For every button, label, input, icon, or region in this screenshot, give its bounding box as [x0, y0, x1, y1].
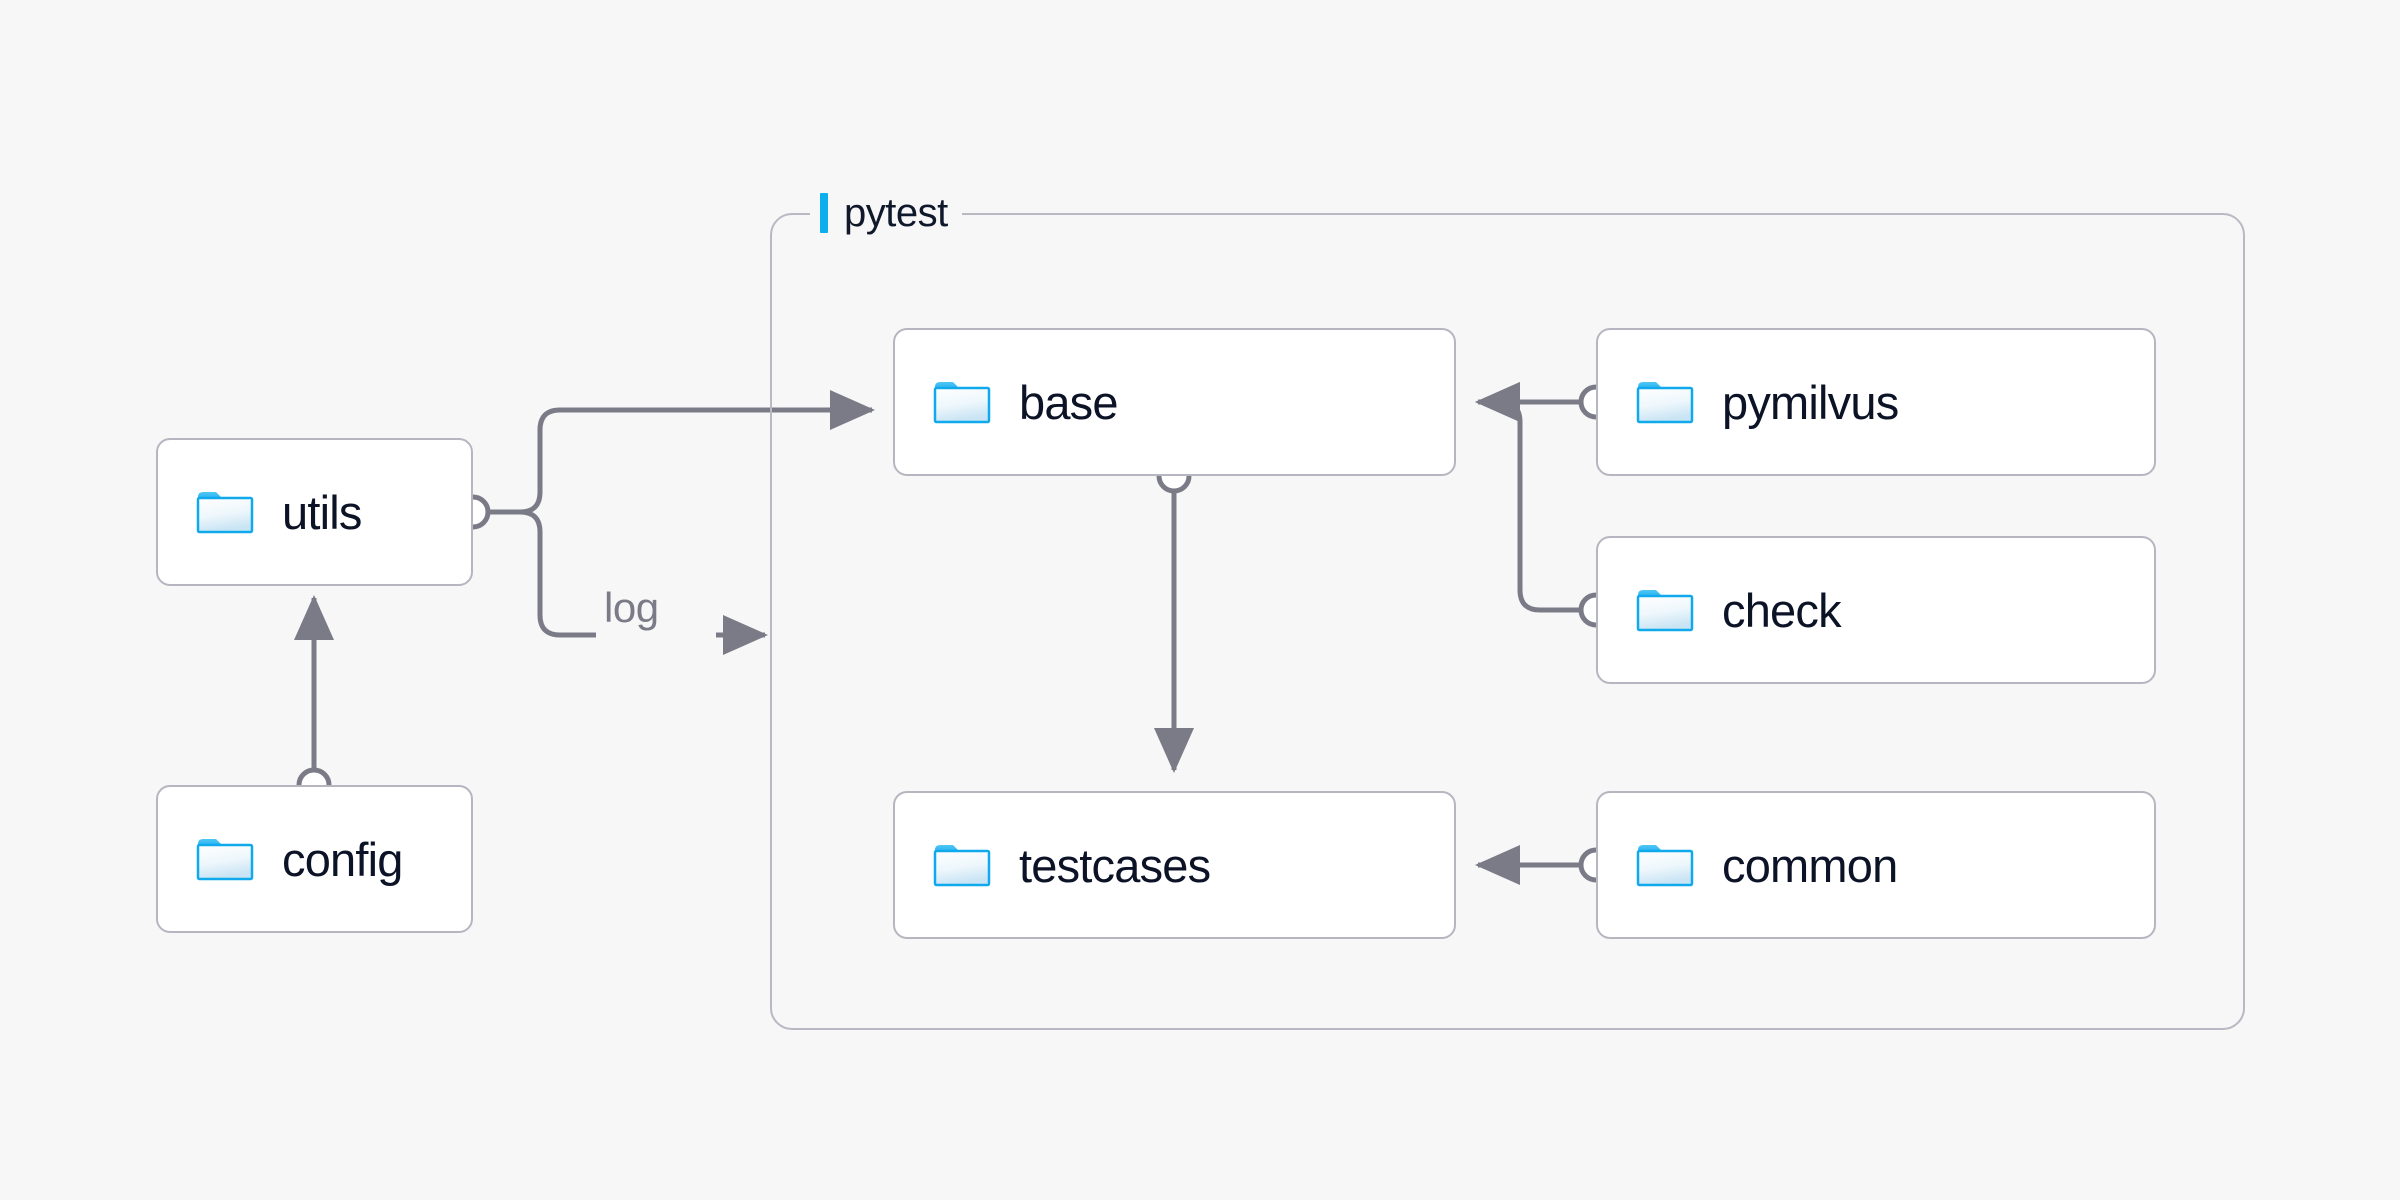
- folder-icon: [196, 839, 254, 881]
- node-config[interactable]: config: [156, 785, 473, 933]
- edge-config-to-utils: [294, 594, 334, 803]
- node-label: pymilvus: [1722, 375, 1899, 429]
- node-label: check: [1722, 583, 1842, 637]
- edge-label-text: log: [604, 584, 659, 631]
- node-label: base: [1019, 375, 1119, 429]
- node-common[interactable]: common: [1596, 791, 2156, 939]
- node-label: testcases: [1019, 838, 1211, 892]
- node-pymilvus[interactable]: pymilvus: [1596, 328, 2156, 476]
- node-label: utils: [282, 485, 362, 539]
- edge-label-log: log: [604, 584, 659, 632]
- node-label: config: [282, 832, 403, 886]
- folder-icon: [933, 845, 991, 887]
- folder-icon: [196, 492, 254, 534]
- node-utils[interactable]: utils: [156, 438, 473, 586]
- group-label-wrap: pytest: [810, 185, 962, 241]
- folder-icon: [1636, 590, 1694, 632]
- node-testcases[interactable]: testcases: [893, 791, 1456, 939]
- group-title: pytest: [844, 190, 948, 235]
- group-container-pytest[interactable]: [770, 213, 2245, 1030]
- folder-icon: [1636, 382, 1694, 424]
- folder-icon: [1636, 845, 1694, 887]
- node-base[interactable]: base: [893, 328, 1456, 476]
- node-check[interactable]: check: [1596, 536, 2156, 684]
- folder-icon: [933, 382, 991, 424]
- accent-bar-icon: [820, 193, 828, 233]
- node-label: common: [1722, 838, 1898, 892]
